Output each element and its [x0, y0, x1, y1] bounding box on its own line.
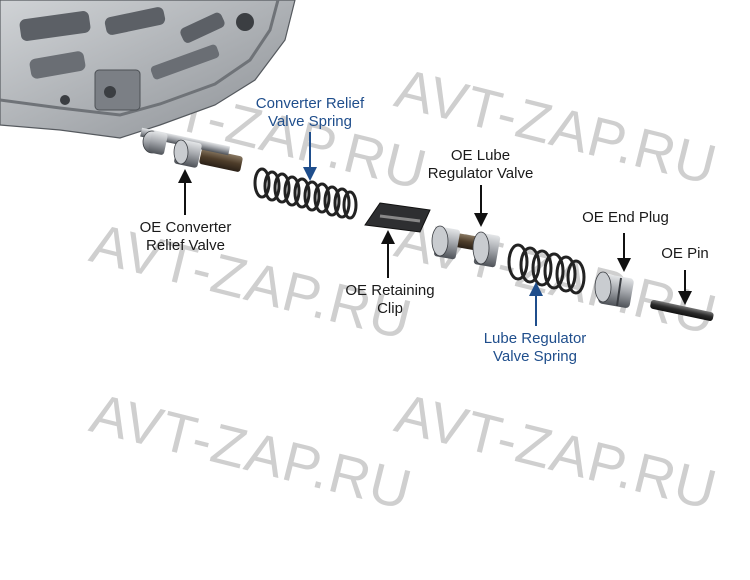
label-line: Converter Relief [255, 95, 365, 112]
lube-regulator-spring-part [507, 243, 586, 295]
label-line: OE Pin [661, 245, 709, 262]
label-line: Regulator Valve [427, 165, 534, 182]
label-lube-regulator-spring: Lube Regulator Valve Spring [470, 330, 600, 366]
label-line: Valve Spring [268, 113, 352, 130]
label-line: OE Retaining [345, 282, 435, 299]
label-line: OE Lube [450, 147, 511, 164]
converter-relief-valve-part [140, 127, 243, 172]
label-line: OE End Plug [582, 209, 669, 226]
end-plug-part [594, 271, 634, 308]
label-line: Lube Regulator [483, 330, 587, 347]
pin-part [650, 299, 714, 321]
label-line: OE Converter [139, 219, 232, 236]
valve-body-casting [0, 0, 296, 139]
label-line: Relief Valve [146, 237, 225, 254]
label-line: Valve Spring [493, 348, 577, 365]
label-pin: OE Pin [650, 245, 720, 263]
label-retaining-clip: OE Retaining Clip [335, 282, 445, 318]
label-line: Clip [377, 300, 403, 317]
label-converter-relief-valve: OE Converter Relief Valve [128, 219, 243, 255]
label-lube-regulator-valve: OE Lube Regulator Valve [418, 147, 543, 183]
retaining-clip-part [364, 202, 431, 233]
lube-regulator-valve-part [431, 225, 501, 268]
label-converter-relief-spring: Converter Relief Valve Spring [245, 95, 375, 131]
converter-relief-spring-part [253, 167, 358, 220]
label-end-plug: OE End Plug [568, 209, 683, 227]
